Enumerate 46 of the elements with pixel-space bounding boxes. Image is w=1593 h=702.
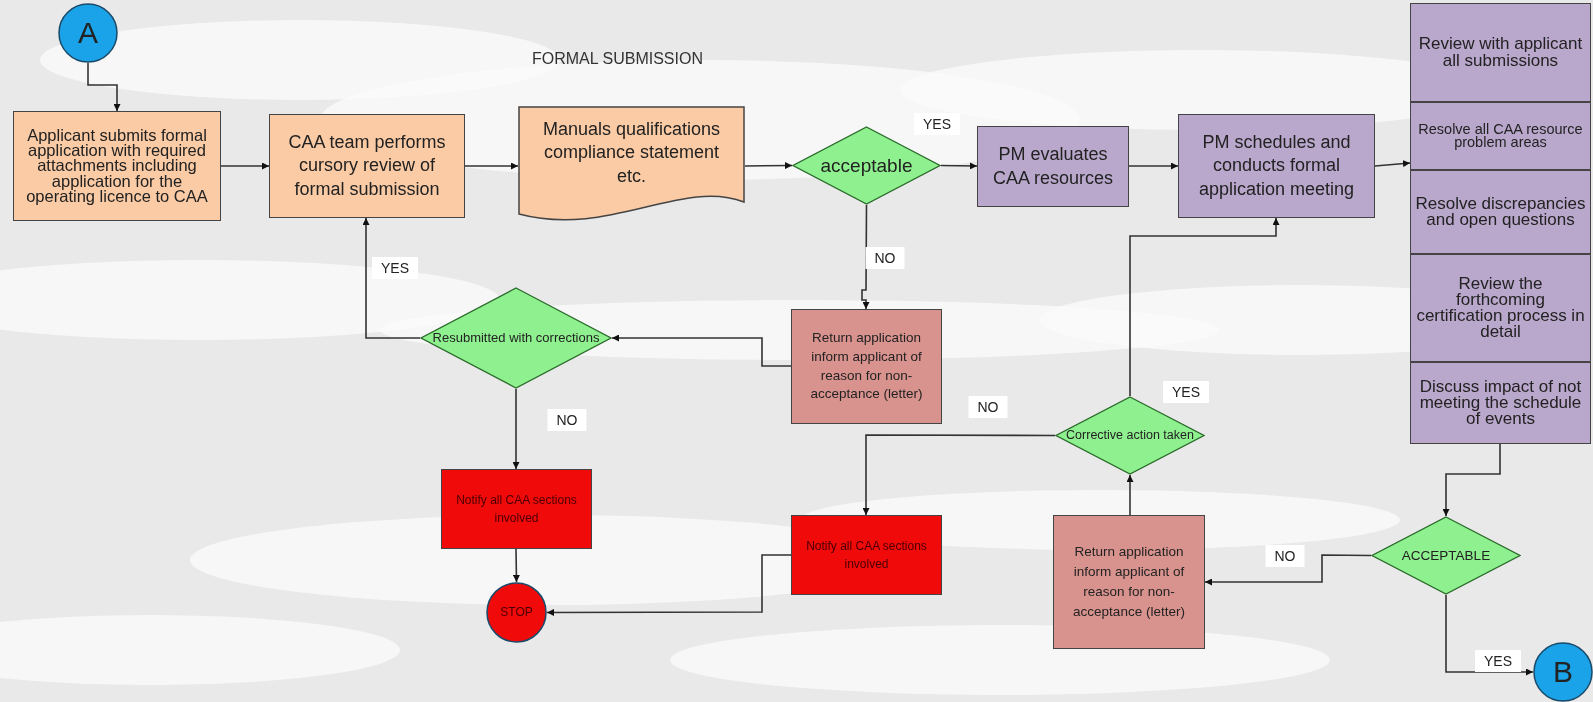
alert-box: Notify all CAA sections involved (441, 469, 592, 549)
arrow (862, 434, 1056, 516)
arrow (1128, 162, 1179, 170)
edge-label: NO (547, 409, 587, 431)
process-box: Discuss impact of not meeting the schedule of events (1410, 362, 1591, 444)
arrow (1129, 217, 1280, 397)
decision-diamond: Resubmitted with corrections (420, 287, 612, 389)
arrow (611, 334, 792, 367)
process-box: Applicant submits formal application with required attachments including application for the operating licence to CAA (13, 111, 221, 221)
edge-label: NO (1265, 545, 1305, 567)
arrow (1204, 554, 1372, 586)
arrow (512, 388, 520, 470)
arrow (1445, 594, 1534, 676)
process-box: Resolve all CAA resource problem areas (1410, 102, 1591, 170)
process-box: CAA team performs cursory review of formal submission (269, 114, 465, 218)
arrow (1374, 160, 1411, 168)
arrow (464, 162, 519, 170)
process-box: Review with applicant all submissions (1410, 3, 1591, 102)
arrow (1442, 443, 1501, 517)
edge-label: YES (1163, 381, 1209, 403)
process-box: Resolve discrepancies and open questions (1410, 170, 1591, 254)
decision-diamond: ACCEPTABLE (1371, 516, 1521, 595)
arrow (87, 62, 121, 112)
edge-label: NO (865, 247, 905, 269)
arrow (512, 548, 520, 583)
connector-circle: B (1533, 642, 1593, 702)
edge-label: YES (914, 113, 960, 135)
arrow (220, 162, 270, 170)
arrow (940, 162, 978, 170)
arrow (362, 217, 421, 339)
process-box: Return application inform applicant of reason for non-acceptance (letter) (791, 309, 942, 424)
process-box: PM evaluates CAA resources (977, 126, 1129, 207)
decision-diamond: Corrective action taken (1055, 396, 1205, 475)
alert-box: Notify all CAA sections involved (791, 515, 942, 595)
edge-label: NO (968, 396, 1008, 418)
process-box: Return application inform applicant of reason for non-acceptance (letter) (1053, 515, 1205, 649)
edge-label: YES (372, 257, 418, 279)
terminator-circle: STOP (486, 582, 547, 643)
arrow (546, 554, 792, 616)
connector-circle: A (58, 3, 118, 63)
process-box: PM schedules and conducts formal application meeting (1178, 114, 1375, 218)
section-title: FORMAL SUBMISSION (532, 50, 703, 68)
arrow (1126, 474, 1134, 516)
process-box: Review the forthcoming certification process in detail (1410, 254, 1591, 362)
arrow (744, 162, 793, 170)
edge-label: YES (1475, 650, 1521, 672)
